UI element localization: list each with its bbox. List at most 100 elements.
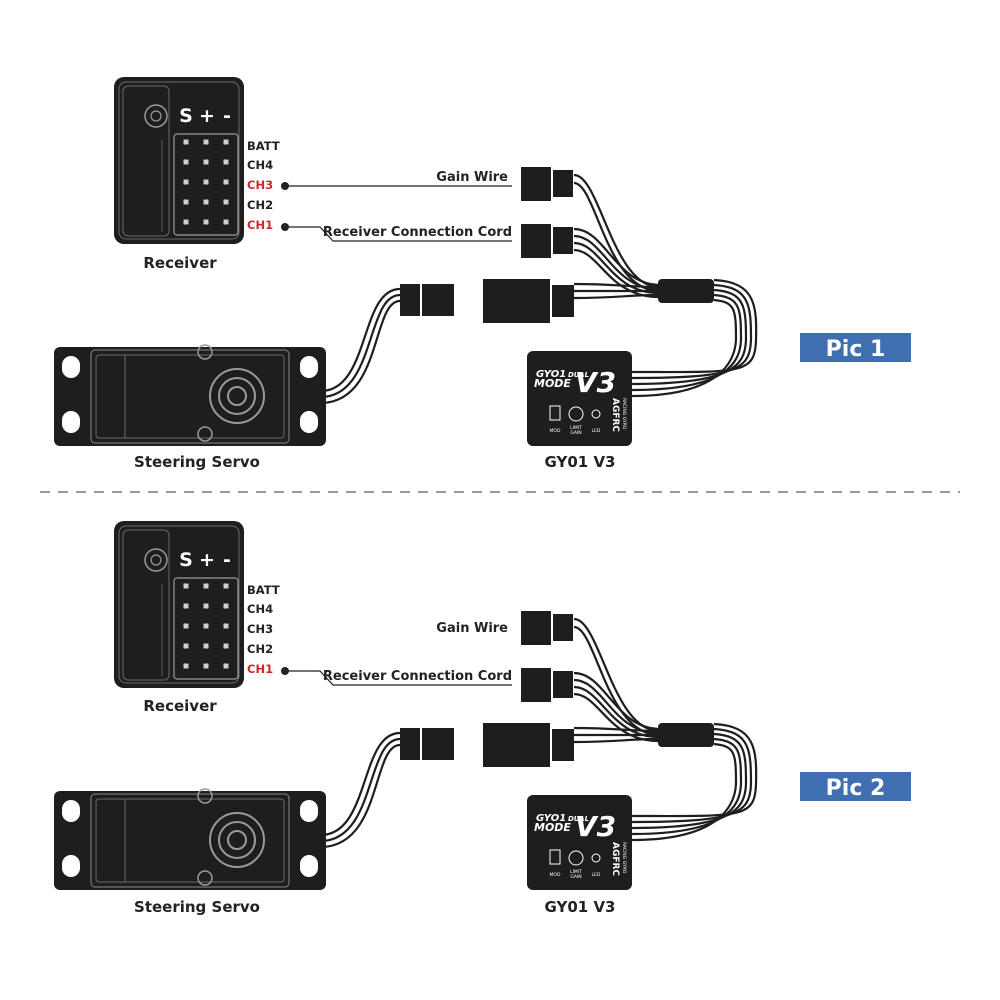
servo-plug [400,728,454,760]
status-led [591,853,601,863]
wire-junction-sleeve [658,279,714,303]
receiver-pin [183,139,189,145]
channel-label-ch2: CH2 [247,642,273,656]
receiver-pin [223,159,229,165]
receiver-pin [183,199,189,205]
gyro-brand-version: V3 [575,810,616,843]
panel-badge: Pic 1 [800,333,911,362]
steering-servo [54,788,326,890]
gyro-maker: AGFRC [610,842,620,876]
receiver-pin [203,623,209,629]
receiver-caption: Receiver [143,254,217,272]
gain-limit-knob [568,850,584,866]
pin-symbol-signal: S [179,549,193,571]
channel-label-batt: BATT [247,139,280,153]
limit-label: LIMIT [570,869,582,875]
servo-screw-bottom [197,426,213,442]
receiver-pin [183,663,189,669]
led-label: LED [592,872,601,878]
panel-pic-2: Pic 2 S + - BATT CH4 CH3 CH2 CH1 Receive… [54,521,911,916]
receiver-pin-header [173,577,239,680]
servo-plug [400,284,454,316]
pin-symbol-plus: + [199,105,215,127]
receiver-pin-header [173,133,239,236]
channel-label-ch4: CH4 [247,602,273,616]
panel-badge: Pic 2 [800,772,911,801]
servo-caption: Steering Servo [134,898,260,916]
receiver-mount-hole [144,548,168,572]
receiver-pin [223,219,229,225]
gain-wire-label: Gain Wire [436,621,508,636]
servo-caption: Steering Servo [134,453,260,471]
gyro-caption: GY01 V3 [545,453,616,471]
receiver-pin [203,643,209,649]
mode-switch [549,849,561,865]
pin-symbol-signal: S [179,105,193,127]
receiver-pin [183,623,189,629]
servo-screw-top [197,344,213,360]
mode-switch [549,405,561,421]
pin-symbol-plus: + [199,549,215,571]
gyro-brand-mode: MODE [534,821,571,834]
receiver-pin [223,663,229,669]
gyro-module: GYO1 DUAL MODE V3 AGFRC RACING GYRO MOD … [527,795,632,890]
receiver-pin [203,603,209,609]
receiver-pin [183,583,189,589]
receiver-pin [223,603,229,609]
channel-label-batt: BATT [247,583,280,597]
gain-wire-connector [521,611,573,645]
channel-label-ch3: CH3 [247,178,273,192]
receiver-pin [183,219,189,225]
receiver-pin [223,623,229,629]
receiver-pin [203,219,209,225]
receiver-pin [223,643,229,649]
receiver-pin [223,199,229,205]
receiver: S + - [114,521,244,688]
channel-label-ch1: CH1 [247,218,273,232]
gyro-brand-top: GYO1 [536,369,566,380]
gyro-maker: AGFRC [610,398,620,432]
pin-symbol-minus: - [223,105,231,127]
panel-pic-1: Pic 1 S + - BATT CH4 CH3 CH2 CH1 Receive… [54,77,911,471]
gyro-brand-dual: DUAL [568,815,589,823]
receiver-connection-cord-connector [521,224,573,258]
servo-wire-bundle [321,731,401,849]
receiver-pin [203,583,209,589]
receiver-pin [183,643,189,649]
receiver-pin [203,179,209,185]
channel-label-ch3: CH3 [247,622,273,636]
mod-label: MOD [550,428,561,434]
receiver-pin [203,159,209,165]
receiver-pin [203,139,209,145]
receiver-pin [203,663,209,669]
mod-label: MOD [550,872,561,878]
gyro-servo-output-connector [483,723,574,767]
gyro-caption: GY01 V3 [545,898,616,916]
led-label: LED [592,428,601,434]
servo-wire-bundle [321,287,401,405]
channel-label-ch2: CH2 [247,198,273,212]
gyro-maker-sub: RACING GYRO [621,398,627,430]
gain-wire-label: Gain Wire [436,170,508,185]
receiver-mount-hole [144,104,168,128]
receiver-pin [223,583,229,589]
connection-cord-leader [281,667,512,686]
channel-label-ch1: CH1 [247,662,273,676]
receiver-pin [223,139,229,145]
gyro-servo-output-connector [483,279,574,323]
gyro-wire-harness [573,617,758,842]
connection-cord-label: Receiver Connection Cord [323,225,512,240]
limit-label: LIMIT [570,425,582,431]
connection-cord-label: Receiver Connection Cord [323,669,512,684]
gyro-module: GYO1 DUAL MODE V3 AGFRC RACING GYRO MOD … [527,351,632,446]
servo-screw-bottom [197,870,213,886]
gain-limit-knob [568,406,584,422]
gain-wire-leader [281,182,512,190]
servo-output-spline [209,812,265,868]
gain-wire-connector [521,167,573,201]
servo-screw-top [197,788,213,804]
receiver-pin [203,199,209,205]
servo-output-spline [209,368,265,424]
receiver-pin [183,603,189,609]
